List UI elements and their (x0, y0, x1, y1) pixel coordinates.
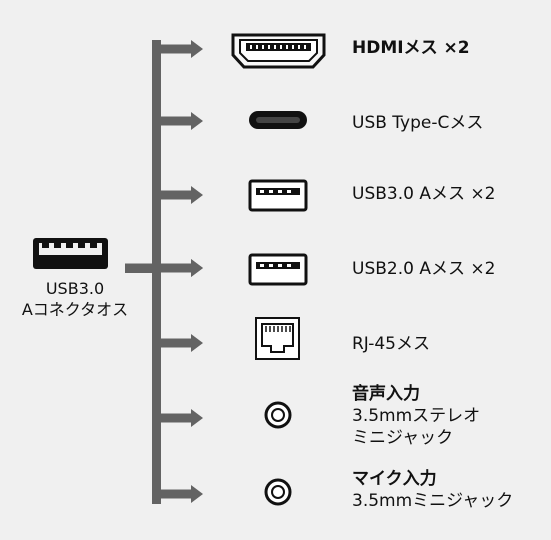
branch-arrow (157, 334, 203, 352)
output-text-audio-2: ミニジャック (352, 428, 454, 448)
source-label-line2: Aコネクタオス (21, 300, 129, 319)
output-title-mic: マイク入力 (352, 469, 437, 489)
output-label-rj45: RJ-45メス (352, 333, 430, 355)
branch-arrow (157, 186, 203, 204)
output-title-audio: 音声入力 (352, 384, 420, 404)
usb-a-port-icon (248, 253, 308, 286)
source-label: USB3.0 Aコネクタオス (14, 278, 136, 320)
usb-a-port-icon (248, 179, 308, 212)
output-text-rj45: RJ-45メス (352, 334, 430, 354)
usb-a-male-icon (33, 238, 108, 269)
output-title-hdmi: HDMIメス ×2 (352, 38, 470, 58)
branch-arrow (157, 40, 203, 58)
output-label-mic: マイク入力 3.5mmミニジャック (352, 468, 513, 512)
output-label-usb-c: USB Type-Cメス (352, 112, 483, 134)
output-text-usb3: USB3.0 Aメス ×2 (352, 184, 496, 204)
output-text-usb-c: USB Type-Cメス (352, 113, 484, 133)
audio-jack-icon (264, 478, 292, 506)
audio-jack-icon (264, 401, 292, 429)
usb-c-port-icon (249, 111, 307, 129)
rj45-port-icon (255, 317, 300, 360)
output-label-hdmi: HDMIメス ×2 (352, 37, 470, 59)
branch-arrow (157, 112, 203, 130)
branch-arrow (157, 409, 203, 427)
output-label-usb2: USB2.0 Aメス ×2 (352, 258, 495, 280)
output-label-usb3: USB3.0 Aメス ×2 (352, 183, 495, 205)
source-label-line1: USB3.0 (45, 279, 105, 298)
output-label-audio: 音声入力 3.5mmステレオ ミニジャック (352, 383, 480, 449)
connector-arrows (125, 40, 203, 504)
output-text-mic: 3.5mmミニジャック (352, 491, 514, 511)
output-text-audio-1: 3.5mmステレオ (352, 406, 481, 426)
hdmi-port-icon (231, 33, 326, 69)
source-arrow (125, 259, 203, 277)
output-text-usb2: USB2.0 Aメス ×2 (352, 259, 496, 279)
branch-arrow (157, 485, 203, 503)
